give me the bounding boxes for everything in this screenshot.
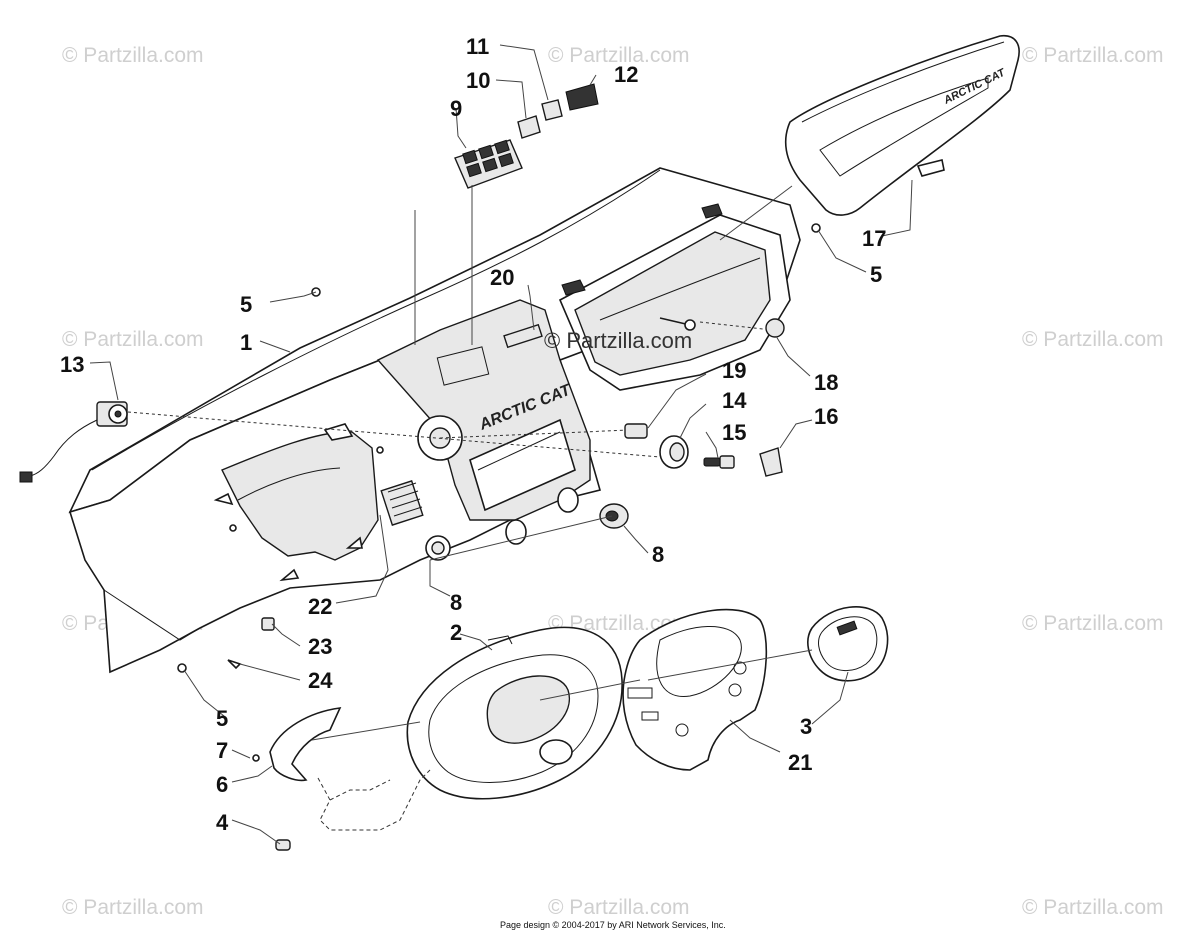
- callout-6[interactable]: 6: [216, 772, 228, 797]
- callout-23[interactable]: 23: [308, 634, 332, 659]
- callout-19[interactable]: 19: [722, 358, 746, 383]
- callout-18[interactable]: 18: [814, 370, 838, 395]
- switch-block-part: [454, 139, 523, 189]
- switch-caps-part: [517, 83, 599, 139]
- callouts: 11 10 12 9 5 1 13 20 17 5 18 19 14 15 16…: [60, 34, 886, 835]
- ignition-ring-part: [659, 435, 689, 469]
- callout-12[interactable]: 12: [614, 62, 638, 87]
- callout-21[interactable]: 21: [788, 750, 812, 775]
- dash-panel: ARCTIC CAT: [68, 167, 801, 674]
- footer-copyright: Page design © 2004-2017 by ARI Network S…: [500, 920, 726, 930]
- callout-5-right[interactable]: 5: [870, 262, 882, 287]
- callout-14[interactable]: 14: [722, 388, 747, 413]
- watermark-bottom-center: © Partzilla.com: [548, 896, 690, 919]
- watermark-top-left: © Partzilla.com: [62, 44, 204, 67]
- callout-16[interactable]: 16: [814, 404, 838, 429]
- watermark-top-right: © Partzilla.com: [1022, 44, 1164, 67]
- callout-2[interactable]: 2: [450, 620, 462, 645]
- callout-22[interactable]: 22: [308, 594, 332, 619]
- callout-11[interactable]: 11: [466, 34, 489, 59]
- callout-20[interactable]: 20: [490, 265, 514, 290]
- watermark-bottom-left: © Partzilla.com: [62, 896, 204, 919]
- callout-5-bottom[interactable]: 5: [216, 706, 228, 731]
- callout-13[interactable]: 13: [60, 352, 84, 377]
- dash-outline-hidden: [317, 769, 431, 831]
- dotted-leaders: [127, 321, 773, 459]
- watermark-mid-right: © Partzilla.com: [1022, 328, 1164, 351]
- gauge-bezel-part: [406, 626, 623, 800]
- callout-4[interactable]: 4: [216, 810, 229, 835]
- knob-part: [759, 447, 783, 477]
- callout-9[interactable]: 9: [450, 96, 462, 121]
- grommet-part: [765, 318, 785, 338]
- plug-part: [624, 423, 648, 439]
- speedometer-part: [807, 606, 889, 682]
- callout-7[interactable]: 7: [216, 738, 228, 763]
- callout-5-top[interactable]: 5: [240, 292, 252, 317]
- callout-3[interactable]: 3: [800, 714, 812, 739]
- callout-15[interactable]: 15: [722, 420, 746, 445]
- callout-8-right[interactable]: 8: [652, 542, 664, 567]
- key-part: [703, 455, 735, 469]
- callout-1[interactable]: 1: [240, 330, 252, 355]
- watermark-bottom-right: © Partzilla.com: [1022, 896, 1164, 919]
- watermark-lower-right: © Partzilla.com: [1022, 612, 1164, 635]
- callout-10[interactable]: 10: [466, 68, 490, 93]
- callout-17[interactable]: 17: [862, 226, 886, 251]
- gauge-decal-part: [622, 608, 768, 771]
- callout-24[interactable]: 24: [308, 668, 333, 693]
- leader-lines: [89, 44, 913, 845]
- ignition-switch-part: [19, 401, 128, 483]
- watermark-top-center: © Partzilla.com: [548, 44, 690, 67]
- visor-cover-part: ARCTIC CAT: [784, 35, 1020, 216]
- center-watermark: © Partzilla.com: [544, 328, 692, 353]
- watermark-mid-left: © Partzilla.com: [62, 328, 204, 351]
- bracket-part: [269, 707, 342, 782]
- accessory-plug-part: [599, 503, 629, 529]
- callout-8-left[interactable]: 8: [450, 590, 462, 615]
